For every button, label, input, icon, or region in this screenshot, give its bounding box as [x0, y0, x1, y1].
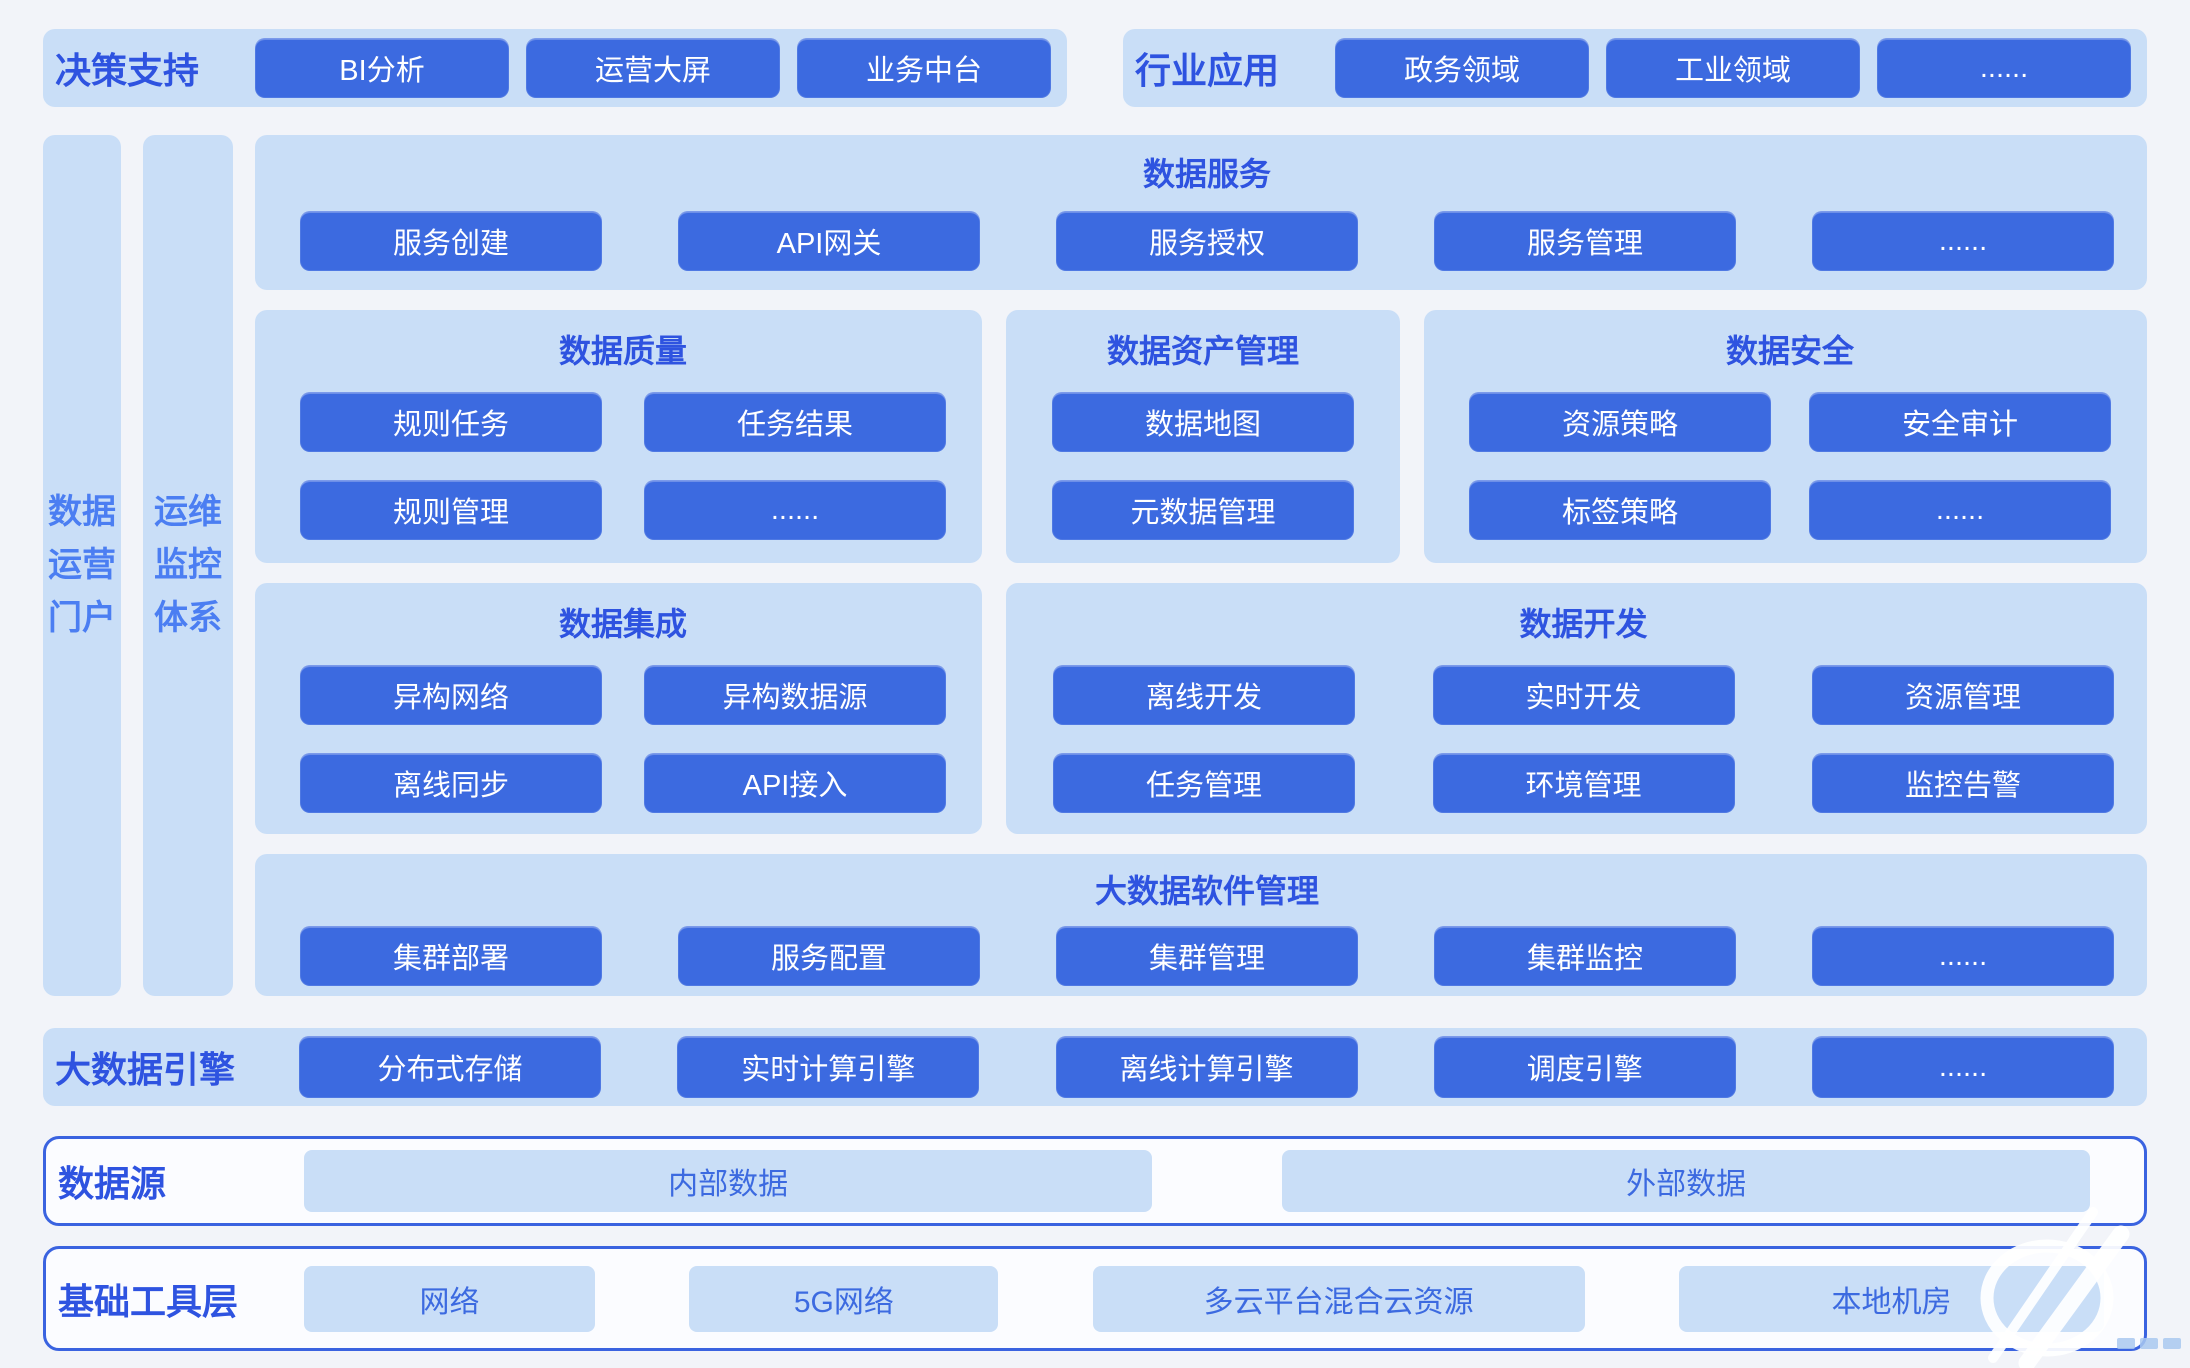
industry-apps-label: 行业应用	[1135, 50, 1280, 91]
button-hetero-datasource[interactable]: 异构数据源	[644, 665, 946, 725]
button-industry-more[interactable]: ......	[1877, 38, 2131, 98]
button-api-gateway[interactable]: API网关	[678, 211, 980, 271]
button-offline-sync[interactable]: 离线同步	[300, 753, 602, 813]
pill-local-datacenter[interactable]: 本地机房	[1678, 1265, 2104, 1332]
data-quality-title: 数据质量	[558, 333, 687, 369]
sidebar-data-operation-portal: 数据 运营 门户	[43, 135, 121, 996]
button-engine-more[interactable]: ......	[1812, 1036, 2114, 1098]
ops-label-line: 监控	[154, 546, 222, 585]
button-task-result[interactable]: 任务结果	[644, 392, 946, 452]
button-software-more[interactable]: ......	[1812, 926, 2114, 986]
row-bigdata-engine: 大数据引擎 分布式存储 实时计算引擎 离线计算引擎 调度引擎 ......	[43, 1028, 2147, 1106]
bigdata-engine-label: 大数据引擎	[55, 1049, 236, 1090]
button-resource-mgmt[interactable]: 资源管理	[1812, 665, 2114, 725]
button-operation-dashboard[interactable]: 运营大屏	[526, 38, 780, 98]
data-development-buttons: 离线开发 实时开发 资源管理 任务管理 环境管理 监控告警	[1053, 665, 2114, 813]
panel-industry-apps: 行业应用 政务领域 工业领域 ......	[1123, 29, 2147, 107]
bigdata-engine-buttons: 分布式存储 实时计算引擎 离线计算引擎 调度引擎 ......	[299, 1036, 2114, 1098]
button-cluster-deploy[interactable]: 集群部署	[300, 926, 602, 986]
button-security-more[interactable]: ......	[1809, 480, 2111, 540]
button-tag-policy[interactable]: 标签策略	[1469, 480, 1771, 540]
pill-multicloud-hybrid-resource[interactable]: 多云平台混合云资源	[1092, 1265, 1585, 1332]
pill-internal-data[interactable]: 内部数据	[304, 1150, 1153, 1212]
pill-network[interactable]: 网络	[304, 1265, 595, 1332]
button-offline-dev[interactable]: 离线开发	[1053, 665, 1355, 725]
button-security-audit[interactable]: 安全审计	[1809, 392, 2111, 452]
button-offline-compute-engine[interactable]: 离线计算引擎	[1055, 1036, 1358, 1098]
button-env-mgmt[interactable]: 环境管理	[1432, 753, 1735, 813]
panel-data-development: 数据开发 离线开发 实时开发 资源管理 任务管理 环境管理 监控告警	[1006, 583, 2147, 834]
button-service-more[interactable]: ......	[1812, 211, 2114, 271]
data-security-title: 数据安全	[1725, 333, 1854, 369]
data-development-title: 数据开发	[1519, 606, 1648, 642]
button-monitor-alert[interactable]: 监控告警	[1812, 753, 2114, 813]
data-security-buttons: 资源策略 安全审计 标签策略 ......	[1469, 392, 2111, 540]
button-bi-analysis[interactable]: BI分析	[255, 38, 509, 98]
panel-data-security: 数据安全 资源策略 安全审计 标签策略 ......	[1424, 310, 2147, 563]
panel-data-integration: 数据集成 异构网络 异构数据源 离线同步 API接入	[255, 583, 982, 834]
button-rule-task[interactable]: 规则任务	[300, 392, 602, 452]
pill-external-data[interactable]: 外部数据	[1282, 1150, 2090, 1212]
bigdata-software-title: 大数据软件管理	[1094, 873, 1319, 909]
data-integration-title: 数据集成	[558, 606, 687, 642]
ops-label-line: 运维	[154, 493, 222, 532]
panel-data-service: 数据服务 服务创建 API网关 服务授权 服务管理 ......	[255, 135, 2147, 290]
middle-band: 数据 运营 门户 运维 监控 体系 数据服务 服务创建 API网关 服务授权 服…	[43, 135, 2147, 996]
data-asset-buttons: 数据地图 元数据管理	[1052, 392, 1354, 540]
button-service-create[interactable]: 服务创建	[300, 211, 602, 271]
button-hetero-network[interactable]: 异构网络	[300, 665, 602, 725]
button-metadata-mgmt[interactable]: 元数据管理	[1052, 480, 1354, 540]
button-cluster-monitor[interactable]: 集群监控	[1434, 926, 1736, 986]
top-row: 决策支持 BI分析 运营大屏 业务中台 行业应用 政务领域 工业领域 .....…	[43, 29, 2147, 107]
button-schedule-engine[interactable]: 调度引擎	[1433, 1036, 1736, 1098]
button-quality-more[interactable]: ......	[644, 480, 946, 540]
portal-label-line: 数据	[48, 493, 116, 532]
panel-data-asset-mgmt: 数据资产管理 数据地图 元数据管理	[1006, 310, 1400, 563]
portal-label-line: 门户	[48, 598, 116, 637]
sidebar-ops-monitoring-system: 运维 监控 体系	[143, 135, 233, 996]
data-service-buttons: 服务创建 API网关 服务授权 服务管理 ......	[300, 211, 2114, 271]
pill-5g-network[interactable]: 5G网络	[689, 1265, 999, 1332]
data-asset-title: 数据资产管理	[1106, 333, 1299, 369]
button-industrial-domain[interactable]: 工业领域	[1606, 38, 1860, 98]
row-infra-layer: 基础工具层 网络 5G网络 多云平台混合云资源 本地机房	[43, 1246, 2147, 1351]
panel-data-quality: 数据质量 规则任务 任务结果 规则管理 ......	[255, 310, 982, 563]
portal-label-line: 运营	[48, 546, 116, 585]
infra-layer-label: 基础工具层	[58, 1280, 239, 1322]
decision-support-buttons: BI分析 运营大屏 业务中台	[255, 38, 1051, 98]
button-cluster-mgmt[interactable]: 集群管理	[1056, 926, 1358, 986]
data-service-title: 数据服务	[1142, 156, 1271, 192]
button-gov-domain[interactable]: 政务领域	[1335, 38, 1589, 98]
button-distributed-storage[interactable]: 分布式存储	[299, 1036, 601, 1098]
infra-layer-items: 网络 5G网络 多云平台混合云资源 本地机房	[304, 1265, 2104, 1332]
data-source-items: 内部数据 外部数据	[304, 1150, 2090, 1212]
panel-bigdata-software-mgmt: 大数据软件管理 集群部署 服务配置 集群管理 集群监控 ......	[255, 854, 2147, 996]
ops-label-line: 体系	[154, 598, 222, 637]
button-api-access[interactable]: API接入	[644, 753, 946, 813]
bigdata-software-buttons: 集群部署 服务配置 集群管理 集群监控 ......	[300, 926, 2114, 986]
button-realtime-compute-engine[interactable]: 实时计算引擎	[677, 1036, 980, 1098]
row-quality-asset-security: 数据质量 规则任务 任务结果 规则管理 ...... 数据资产管理 数据地图 元…	[255, 310, 2147, 563]
button-rule-mgmt[interactable]: 规则管理	[300, 480, 602, 540]
button-realtime-dev[interactable]: 实时开发	[1432, 665, 1735, 725]
row-data-source: 数据源 内部数据 外部数据	[43, 1136, 2147, 1226]
button-task-mgmt[interactable]: 任务管理	[1053, 753, 1355, 813]
button-data-map[interactable]: 数据地图	[1052, 392, 1354, 452]
row-integration-development: 数据集成 异构网络 异构数据源 离线同步 API接入 数据开发 离线开发 实时开…	[255, 583, 2147, 834]
button-resource-policy[interactable]: 资源策略	[1469, 392, 1771, 452]
button-service-auth[interactable]: 服务授权	[1056, 211, 1358, 271]
industry-apps-buttons: 政务领域 工业领域 ......	[1335, 38, 2131, 98]
button-business-middle-platform[interactable]: 业务中台	[797, 38, 1051, 98]
decision-support-label: 决策支持	[55, 50, 200, 91]
button-service-mgmt[interactable]: 服务管理	[1434, 211, 1736, 271]
button-service-config[interactable]: 服务配置	[678, 926, 980, 986]
main-column: 数据服务 服务创建 API网关 服务授权 服务管理 ...... 数据质量 规则…	[255, 135, 2147, 996]
data-quality-buttons: 规则任务 任务结果 规则管理 ......	[300, 392, 946, 540]
panel-decision-support: 决策支持 BI分析 运营大屏 业务中台	[43, 29, 1067, 107]
data-source-label: 数据源	[58, 1163, 167, 1204]
data-integration-buttons: 异构网络 异构数据源 离线同步 API接入	[300, 665, 946, 813]
